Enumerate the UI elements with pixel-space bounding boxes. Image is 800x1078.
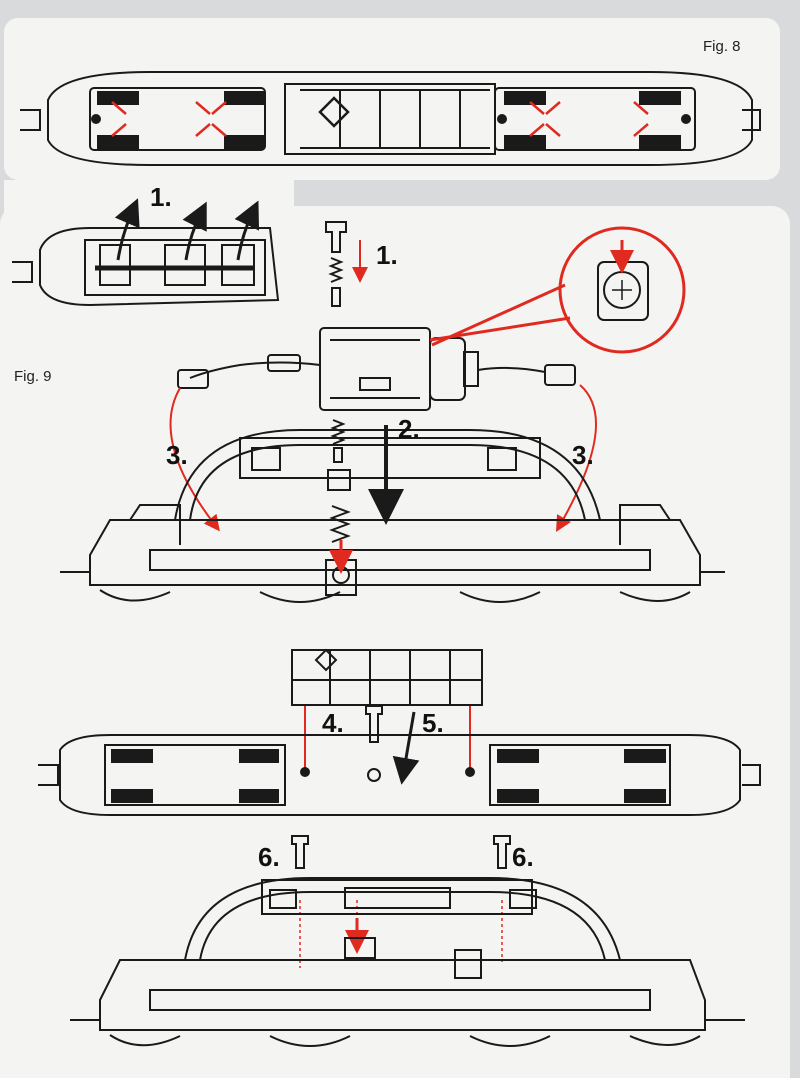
step1-label-motor: 1. bbox=[376, 240, 398, 270]
step45-guide-lines bbox=[304, 706, 471, 770]
fig9-label: Fig. 9 bbox=[14, 368, 52, 385]
fig9-panel bbox=[0, 206, 790, 1078]
step6-label-right: 6. bbox=[512, 842, 534, 872]
fig8-release-marks bbox=[111, 101, 649, 137]
chassis-frame-lower bbox=[70, 877, 745, 1047]
step1-label-top: 1. bbox=[150, 182, 172, 212]
fig8-chassis-top-view bbox=[20, 71, 761, 166]
step4-label: 4. bbox=[322, 708, 344, 738]
step5-label: 5. bbox=[422, 708, 444, 738]
step2-label: 2. bbox=[398, 414, 420, 444]
chassis-frame-middle bbox=[38, 734, 761, 816]
body-cover bbox=[291, 648, 483, 706]
detail-inset bbox=[429, 226, 686, 354]
screws-step6 bbox=[291, 835, 511, 869]
chassis-frame-upper bbox=[60, 429, 725, 603]
step5-arrow bbox=[392, 711, 420, 785]
screw-step4 bbox=[365, 705, 383, 743]
step6-guide-lines bbox=[299, 900, 503, 968]
step6-label-left: 6. bbox=[258, 842, 280, 872]
fig8-label: Fig. 8 bbox=[703, 38, 741, 55]
fig8-lift-arrows bbox=[114, 198, 260, 261]
step3-label-left: 3. bbox=[166, 440, 188, 470]
fig8-chassis-side-view bbox=[12, 227, 280, 307]
motor-assembly bbox=[177, 221, 576, 491]
step3-wire-arrows bbox=[169, 384, 597, 532]
step3-label-right: 3. bbox=[572, 440, 594, 470]
